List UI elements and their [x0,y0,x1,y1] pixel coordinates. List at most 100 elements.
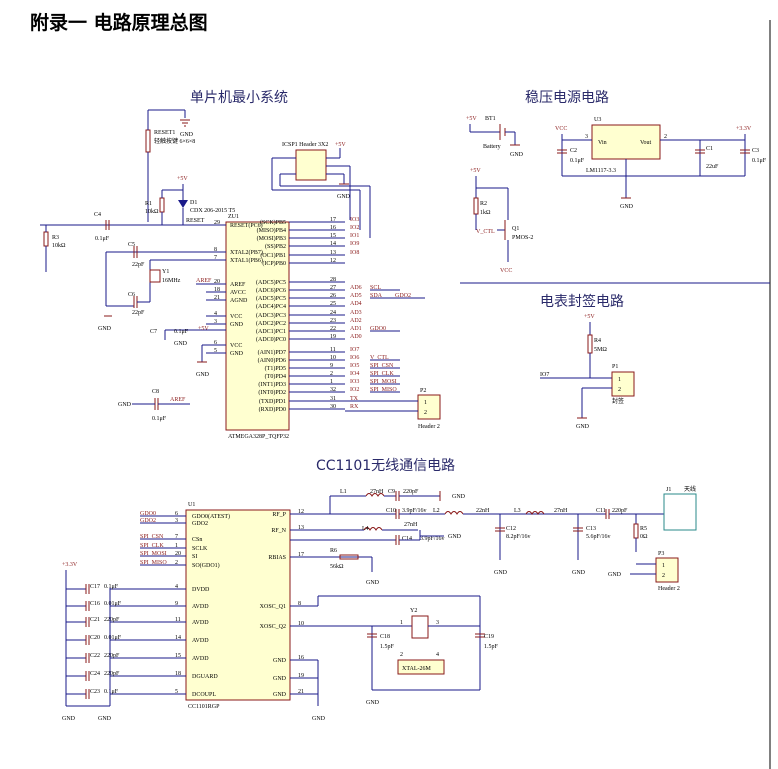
rf-pin-name: SI [192,554,197,560]
rf-cap-value: 0.1μF [104,689,119,695]
section-title-power: 稳压电源电路 [525,90,609,106]
gnd-label-c13: GND [572,570,586,576]
rf-pin-name: SCLK [192,546,208,552]
rf-cap-value: 220pF [104,617,120,623]
v33-label-power: +3.3V [736,126,752,132]
mcu-net-label: IO2 [350,225,359,231]
y2-ref: Y2 [410,608,417,614]
c14-value: 3.9pF/16v [420,536,445,542]
antenna-j1 [663,493,697,531]
mcu-pin-num: 12 [330,258,336,264]
mcu-pin-name: (ADC2)PC2 [256,320,286,327]
mcu-pin-name: (ADC0)PC0 [256,336,286,343]
rf-pin-num: 19 [298,673,304,679]
mcu-pin-num: 6 [214,340,217,346]
seal-p1 [611,371,635,397]
mcu-net-label: RX [350,404,359,410]
rf-pin-name: GND [273,692,287,698]
c12-value: 8.2pF/16v [506,534,531,540]
rf-pin-num: 14 [175,635,181,641]
mcu-net-label: IO1 [350,233,359,239]
u3-ref: U3 [594,117,601,123]
aref-net-2: AREF [170,397,186,403]
j1-ref: J1 [666,487,671,493]
p5v-label-power: +5V [466,116,477,122]
p1-pin-2: 2 [618,387,621,393]
resistor-r1 [159,197,165,213]
mcu-pin-name: (T0)PD4 [265,373,286,380]
mcu-net-label: AD4 [350,301,362,307]
c11-ref: C11 [596,508,606,514]
mcu-ext-net: GDO2 [395,293,411,299]
gnd-label-c8: GND [118,402,132,408]
c6-value: 22pF [132,310,145,316]
r3-value: 10kΩ [52,243,66,249]
mcu-pin-num: 25 [330,301,336,307]
mcu-pin-name: (INT1)PD3 [258,381,286,388]
rf-net-label: SPI_MOSI [140,551,167,557]
c3-value: 0.1μF [752,158,767,164]
mcu-pin-num: 28 [330,277,336,283]
crystal-y2 [411,615,429,639]
mcu-pin-num: 4 [214,311,217,317]
gnd-label-xtal2: GND [366,700,380,706]
mcu-pin-num: 23 [330,318,336,324]
mcu-pin-num: 5 [214,348,217,354]
c5-ref: C5 [128,242,135,248]
d1-ref: D1 [190,200,197,206]
gnd-label-rf-caps: GND [62,716,76,722]
xtal-body [397,659,445,675]
rf-pin-num: 18 [175,671,181,677]
mcu-pin-name: (ADC6)PC6 [256,287,286,294]
rf-cap-ref: C17 [90,584,100,590]
mcu-net-label: IO5 [350,363,359,369]
mcu-pin-name: (ADC5)PC5 [256,295,286,302]
l2-value: 22nH [476,508,490,514]
mcu-pin-num: 27 [330,285,336,291]
mcu-pin-num: 10 [330,355,336,361]
mcu-pin-name: (AIN0)PD6 [258,357,286,364]
d1-value: CDX 206-2015 T5 [190,208,235,214]
rf-pin-name: AVDD [192,638,209,644]
p3-value: Header 2 [658,586,680,592]
icsp-ref: ICSP1 Header 3X2 [282,142,328,148]
p2-value: Header 2 [418,424,440,430]
mcu-pin-name: XTAL2(PB7) [230,249,263,256]
gnd-label-icsp: GND [337,194,351,200]
mcu-pin-num: 13 [330,250,336,256]
vctl-net-power: V_CTL [476,229,495,235]
p1-value: 封签 [612,397,624,405]
header-p3 [655,557,679,583]
page-title: 附录一 电路原理总图 [30,12,208,34]
inductor-l2 [444,511,464,515]
l3-ref: L3 [514,508,521,514]
resistor-r5 [633,523,639,539]
mcu-pin-name: XTAL1(PB6) [230,257,263,264]
c5-value: 22pF [132,262,145,268]
rf-net-label: SPI_CLK [140,543,164,549]
mcu-ext-net: V_CTL [370,355,389,361]
gnd-label-c9: GND [452,494,466,500]
c12-ref: C12 [506,526,516,532]
c2-value: 0.1μF [570,158,585,164]
rf-pin-name: DCOUPL [192,692,216,698]
mcu-pin-num: 14 [330,241,336,247]
rf-pin-name: DGUARD [192,674,218,680]
mcu-pin-num: 22 [330,326,336,332]
rf-pin-num: 5 [175,689,178,695]
c7-ref: C7 [150,329,157,335]
aref-net-1: AREF [196,278,212,284]
r6-ref: R6 [330,548,337,554]
rf-cap-ref: C21 [90,617,100,623]
p2-pin-2: 2 [424,410,427,416]
mcu-pin-name: AREF [230,282,246,288]
u3-vin: Vin [598,140,607,146]
rf-cap-value: 220pF [104,653,120,659]
rf-cap-value: 0.01μF [104,635,122,641]
rf-pin-num: 1 [175,543,178,549]
mcu-net-label: TX [350,396,359,402]
rf-cap-value: 0.1μF [104,584,119,590]
r3-ref: R3 [52,235,59,241]
